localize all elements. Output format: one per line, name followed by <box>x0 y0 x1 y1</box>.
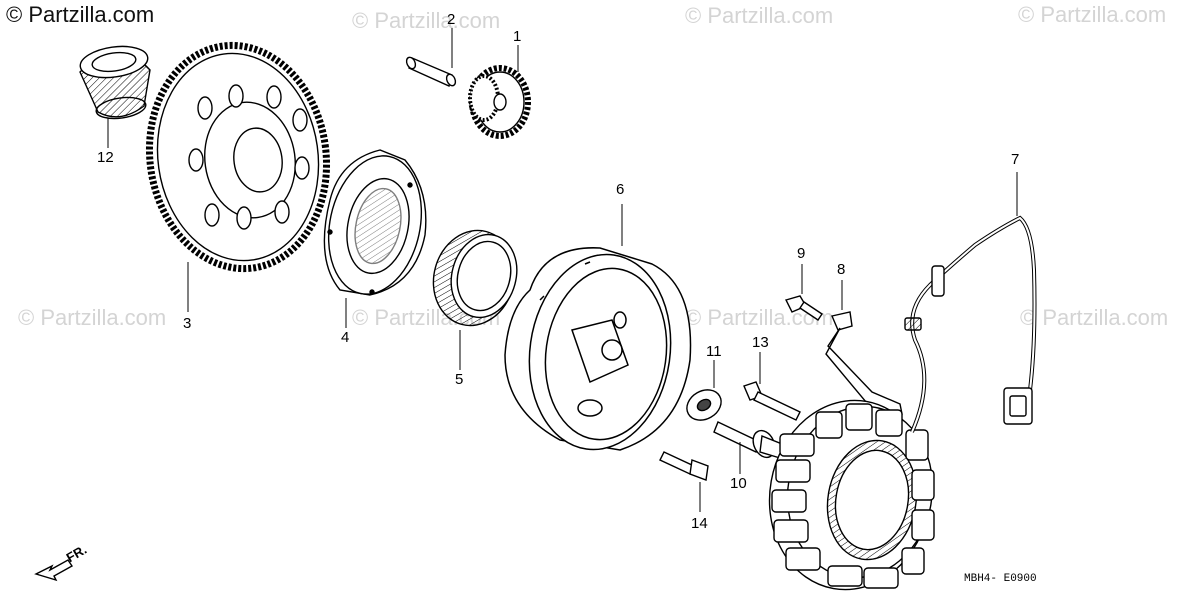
bolt-part-13[interactable] <box>743 381 801 421</box>
site-watermark: © Partzilla.com <box>6 2 155 27</box>
faded-watermark: © Partzilla.com <box>1020 305 1169 330</box>
callout-9: 9 <box>797 245 806 262</box>
faded-watermark: © Partzilla.com <box>18 305 167 330</box>
faded-watermark: © Partzilla.com <box>685 3 834 28</box>
wire-clamp-part-8[interactable] <box>825 311 903 417</box>
washer-part-11[interactable] <box>681 384 726 426</box>
shaft-part-2[interactable] <box>405 56 457 87</box>
faded-watermark: © Partzilla.com <box>1018 2 1167 27</box>
callout-10: 10 <box>730 475 747 492</box>
callout-12: 12 <box>97 149 114 166</box>
callout-8: 8 <box>837 261 846 278</box>
socket-bolt-part-14[interactable] <box>659 451 709 481</box>
callout-13: 13 <box>752 334 769 351</box>
callout-4: 4 <box>341 329 350 346</box>
callout-3: 3 <box>183 315 192 332</box>
needle-bearing-part-12[interactable] <box>78 42 151 121</box>
faded-watermark: © Partzilla.com <box>352 8 501 33</box>
reduction-gear-part-1[interactable] <box>468 65 531 139</box>
starter-driven-gear-part-3[interactable] <box>135 34 340 280</box>
front-arrow-icon <box>34 559 74 582</box>
flange-bolt-part-10[interactable] <box>713 421 783 461</box>
callout-11: 11 <box>706 343 722 360</box>
callout-14: 14 <box>691 515 708 532</box>
bolt-part-9[interactable] <box>784 295 823 321</box>
callout-6: 6 <box>616 181 625 198</box>
callout-2: 2 <box>447 11 456 28</box>
clutch-outer-part-4[interactable] <box>316 147 433 303</box>
diagram-code: MBH4- E0900 <box>964 573 1037 585</box>
callout-1: 1 <box>513 28 522 45</box>
stator-part-7[interactable] <box>755 215 1037 599</box>
one-way-clutch-part-5[interactable] <box>423 221 526 334</box>
flywheel-part-6[interactable] <box>504 245 692 459</box>
callout-7: 7 <box>1011 151 1020 168</box>
callout-5: 5 <box>455 371 464 388</box>
